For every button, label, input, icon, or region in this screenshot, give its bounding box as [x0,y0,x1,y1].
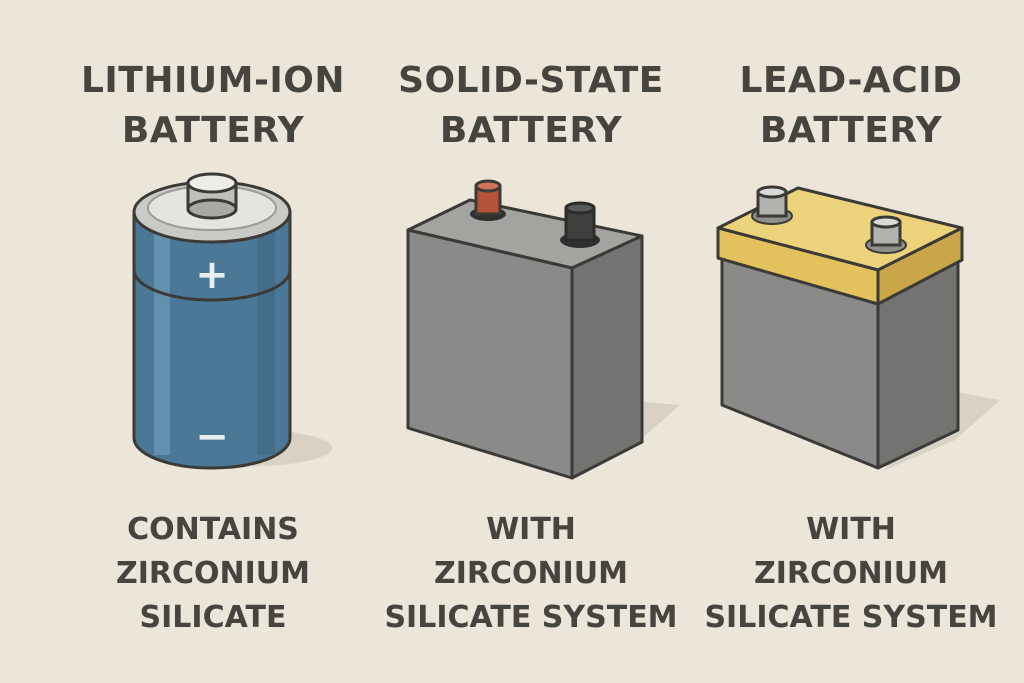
caption-line-1: CONTAINS [127,512,299,547]
lithium-ion-title: LITHIUM-ION BATTERY [62,56,364,156]
negative-terminal [560,201,600,248]
solid-state-title: SOLID-STATE BATTERY [380,56,682,156]
solid-state-caption: WITH ZIRCONIUM SILICATE SYSTEM [380,508,682,640]
column-lead-acid: LEAD-ACID BATTERY [700,0,1002,683]
title-line-2: BATTERY [759,110,943,151]
lithium-ion-caption: CONTAINS ZIRCONIUM SILICATE [62,508,364,640]
minus-sign: − [195,414,229,460]
caption-line-3: SILICATE [139,600,287,635]
caption-line-3: SILICATE SYSTEM [384,600,678,635]
caption-line-1: WITH [486,512,576,547]
title-line-1: LITHIUM-ION [80,60,346,101]
title-line-2: BATTERY [439,110,623,151]
title-line-2: BATTERY [121,110,305,151]
column-solid-state: SOLID-STATE BATTERY WITH ZIRCONI [380,0,682,683]
lead-acid-battery-illustration [716,185,1000,470]
negative-terminal [865,215,907,254]
lithium-ion-battery-illustration: + − [132,172,332,470]
column-lithium-ion: LITHIUM-ION BATTERY + − CO [62,0,364,683]
caption-line-2: ZIRCONIUM [433,556,629,591]
caption-line-2: ZIRCONIUM [753,556,949,591]
box-body [406,198,644,480]
caption-line-3: SILICATE SYSTEM [704,600,998,635]
lead-acid-caption: WITH ZIRCONIUM SILICATE SYSTEM [700,508,1002,640]
box-body [720,253,960,470]
positive-terminal [470,179,506,221]
solid-state-battery-illustration [406,179,680,480]
plus-sign: + [195,252,229,298]
cylinder-body [132,210,292,470]
title-line-1: SOLID-STATE [398,60,664,101]
caption-line-2: ZIRCONIUM [115,556,311,591]
title-line-1: LEAD-ACID [739,60,963,101]
caption-line-1: WITH [806,512,896,547]
lead-acid-title: LEAD-ACID BATTERY [700,56,1002,156]
positive-terminal [751,185,793,225]
terminal-cap [186,172,238,220]
